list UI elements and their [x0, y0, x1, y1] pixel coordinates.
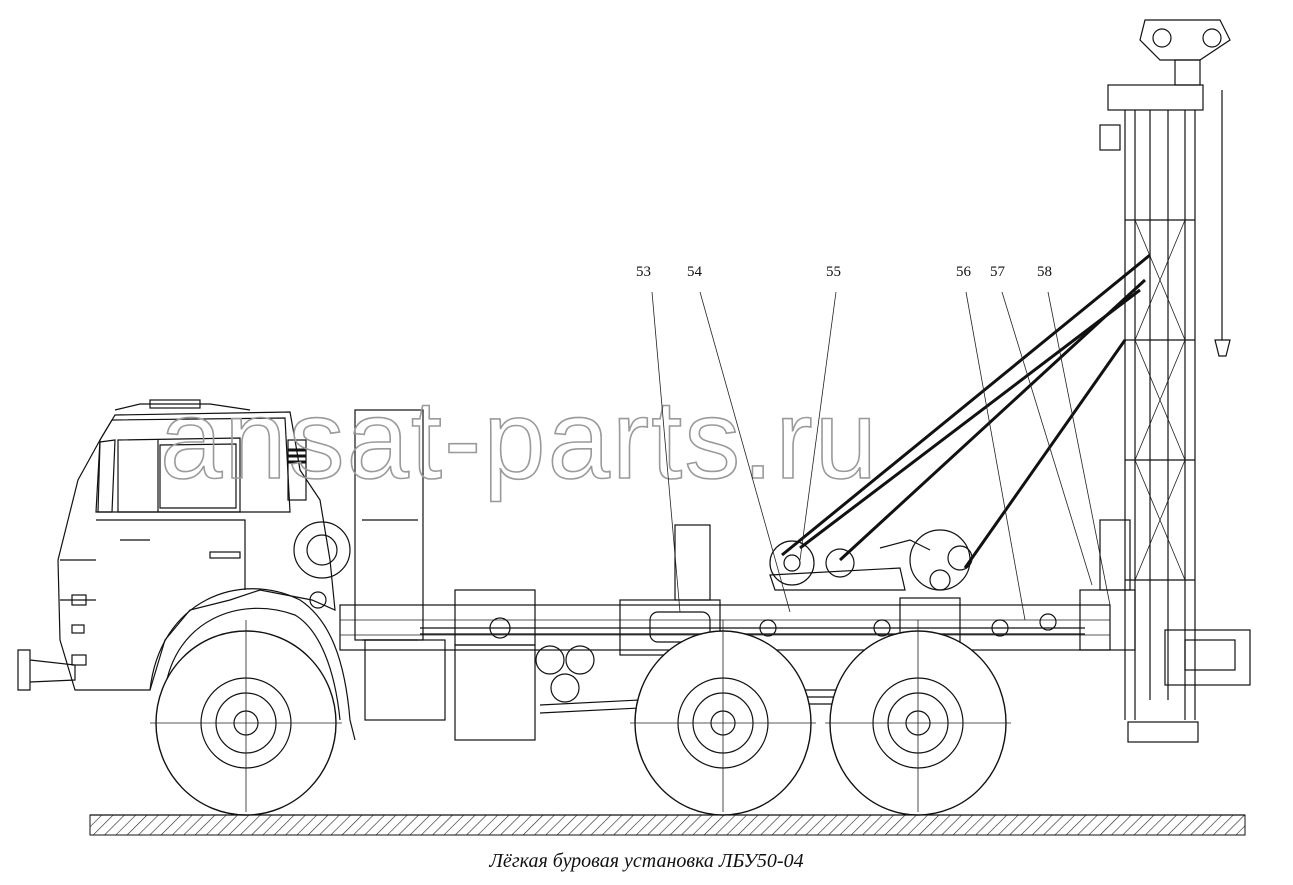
drawing-caption: Лёгкая буровая установка ЛБУ50-04	[489, 850, 804, 872]
callout-56: 56	[956, 264, 972, 280]
front-fender	[149, 588, 356, 741]
watermark: ansat-parts.ru	[160, 377, 879, 502]
middle-rear-wheel	[630, 620, 816, 816]
mast-cables	[781, 253, 1151, 569]
rear-wheel	[825, 620, 1011, 816]
callout-leaders	[651, 291, 1111, 621]
callout-labels: 53 54 55 56 57 58	[636, 264, 1052, 280]
ground	[89, 814, 1246, 836]
drilling-mast	[1099, 19, 1231, 743]
truck-cab	[17, 399, 351, 691]
callout-57: 57	[990, 264, 1006, 280]
callout-58: 58	[1037, 264, 1052, 280]
callout-53: 53	[636, 264, 651, 280]
callout-55: 55	[826, 264, 841, 280]
callout-54: 54	[687, 264, 703, 280]
front-wheel	[150, 620, 342, 816]
